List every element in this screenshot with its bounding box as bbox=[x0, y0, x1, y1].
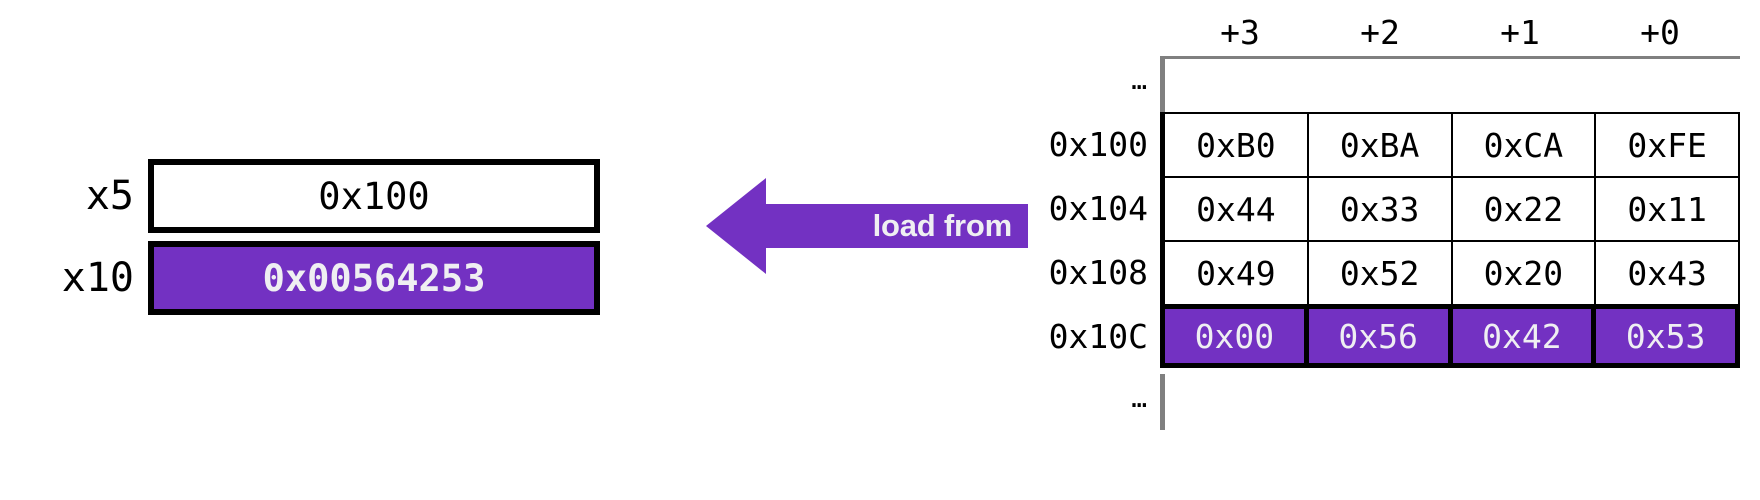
memory-address-label-0x104: 0x104 bbox=[1048, 188, 1148, 228]
memory-row-0x104-cells: 0x44 0x33 0x22 0x11 bbox=[1160, 176, 1740, 240]
memory-cell-0x107: 0x44 bbox=[1165, 178, 1309, 240]
register-file: x5 0x100 x10 0x00564253 bbox=[0, 155, 620, 315]
memory-table: +3 +2 +1 +0 … 0x100 0xB0 0xBA 0xCA 0xFE … bbox=[960, 0, 1760, 450]
memory-address-label-0x10C: 0x10C bbox=[1048, 316, 1148, 356]
memory-cell-0x10A: 0x52 bbox=[1309, 242, 1453, 304]
memory-row-ellipsis-top-cells bbox=[1160, 56, 1740, 112]
memory-cell-0x101: 0xCA bbox=[1453, 114, 1597, 176]
memory-row-ellipsis-top: … bbox=[960, 56, 1740, 112]
memory-column-header-plus3: +3 bbox=[1220, 13, 1260, 52]
register-value-box-x10: 0x00564253 bbox=[148, 241, 600, 315]
memory-cell-0x10D: 0x42 bbox=[1452, 309, 1597, 363]
memory-column-header-plus0: +0 bbox=[1640, 13, 1680, 52]
register-name-x10: x10 bbox=[61, 255, 134, 301]
left-arrow-icon bbox=[706, 178, 1028, 274]
memory-grid: … 0x100 0xB0 0xBA 0xCA 0xFE 0x104 0x44 0… bbox=[960, 56, 1760, 446]
memory-ellipsis-top-label: … bbox=[1131, 66, 1148, 96]
memory-row-ellipsis-bottom: … bbox=[960, 374, 1740, 430]
memory-row-0x100: 0x100 0xB0 0xBA 0xCA 0xFE bbox=[960, 112, 1740, 176]
memory-row-ellipsis-bottom-cells bbox=[1160, 374, 1740, 430]
memory-cell-0x10C: 0x53 bbox=[1596, 309, 1735, 363]
memory-ellipsis-bottom-label: … bbox=[1131, 384, 1148, 414]
memory-address-label-0x108: 0x108 bbox=[1048, 252, 1148, 292]
memory-row-0x104: 0x104 0x44 0x33 0x22 0x11 bbox=[960, 176, 1740, 240]
memory-cell-0x102: 0xBA bbox=[1309, 114, 1453, 176]
memory-cell-0x10E: 0x56 bbox=[1308, 309, 1453, 363]
memory-cell-0x105: 0x22 bbox=[1453, 178, 1597, 240]
memory-cell-0x100: 0xFE bbox=[1627, 125, 1707, 165]
memory-cell-0x108: 0x43 bbox=[1627, 253, 1707, 293]
memory-row-0x10C-cells: 0x00 0x56 0x42 0x53 bbox=[1160, 304, 1740, 368]
memory-column-header-plus2: +2 bbox=[1360, 13, 1400, 52]
memory-cell-0x10F: 0x00 bbox=[1165, 309, 1309, 363]
memory-address-label-0x100: 0x100 bbox=[1048, 124, 1148, 164]
register-name-x5: x5 bbox=[85, 173, 134, 219]
memory-cell-0x106: 0x33 bbox=[1309, 178, 1453, 240]
memory-cell-0x109: 0x20 bbox=[1453, 242, 1597, 304]
memory-cell-0x104: 0x11 bbox=[1627, 189, 1707, 229]
register-value-box-x5: 0x100 bbox=[148, 159, 600, 233]
register-row-x10: x10 0x00564253 bbox=[0, 237, 620, 319]
memory-row-0x108: 0x108 0x49 0x52 0x20 0x43 bbox=[960, 240, 1740, 304]
load-from-arrow-label: load from bbox=[872, 208, 1013, 243]
memory-cell-0x103: 0xB0 bbox=[1165, 114, 1309, 176]
load-from-arrow: load from bbox=[706, 178, 1028, 274]
register-row-x5: x5 0x100 bbox=[0, 155, 620, 237]
memory-column-headers: +3 +2 +1 +0 bbox=[1170, 10, 1730, 56]
memory-cell-0x10B: 0x49 bbox=[1165, 242, 1309, 304]
memory-row-0x108-cells: 0x49 0x52 0x20 0x43 bbox=[1160, 240, 1740, 304]
memory-row-0x10C: 0x10C 0x00 0x56 0x42 0x53 bbox=[960, 304, 1740, 368]
memory-row-0x100-cells: 0xB0 0xBA 0xCA 0xFE bbox=[1160, 112, 1740, 176]
memory-column-header-plus1: +1 bbox=[1500, 13, 1540, 52]
